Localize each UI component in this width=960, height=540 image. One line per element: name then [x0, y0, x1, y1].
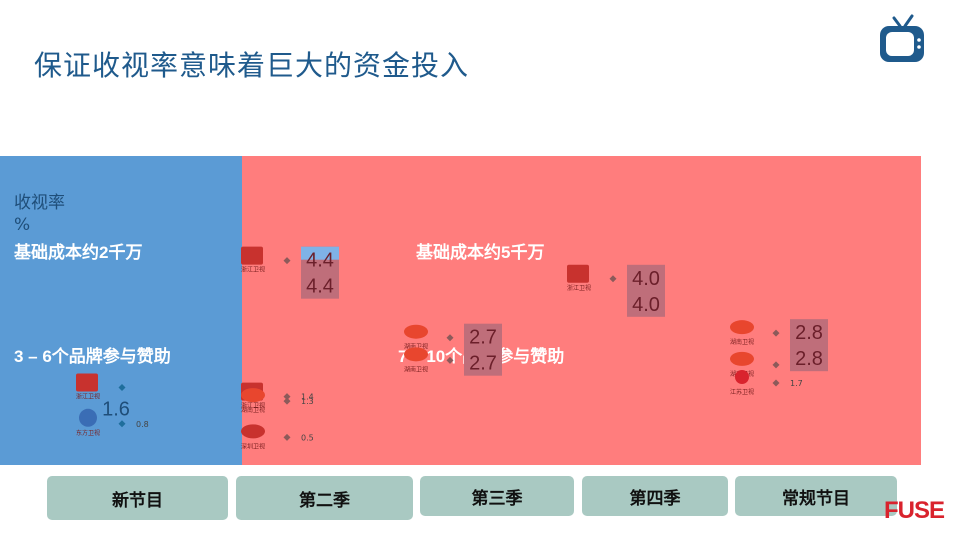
data-point-marker [772, 361, 780, 369]
data-point-marker [283, 257, 291, 265]
channel-logo-label: 湖南卫视 [241, 406, 265, 414]
channel-logo-icon [241, 388, 265, 403]
new-program-panel [0, 156, 242, 465]
data-point-marker [772, 329, 780, 337]
data-point-marker [609, 275, 617, 283]
callout-value: 2.8 [795, 322, 823, 344]
channel-logo-label: 湖南卫视 [404, 365, 428, 373]
channel-logo-label: 浙江卫视 [241, 266, 265, 274]
data-point-marker [446, 356, 454, 364]
channel-logo-label: 江苏卫视 [730, 388, 754, 396]
category-season-2: 第二季 [236, 476, 413, 520]
channel-logo-label: 湖南卫视 [404, 343, 428, 351]
data-point-marker [446, 334, 454, 342]
channel-logo-icon [730, 320, 754, 335]
channel-logo-icon [730, 351, 754, 366]
y-axis-label: 收视率 % [14, 193, 65, 235]
callout-value: 4.4 [306, 250, 334, 272]
channel-logo-label: 浙江卫视 [567, 284, 591, 292]
callout-box [790, 319, 828, 372]
channel-logo-icon [241, 246, 263, 265]
callout-value: 2.7 [469, 353, 497, 375]
red-cost-note: 基础成本约5千万 [416, 243, 545, 262]
page-title: 保证收视率意味着巨大的资金投入 [34, 49, 470, 82]
data-point-marker [283, 393, 291, 401]
blue-brands-note: 3 – 6个品牌参与赞助 [14, 347, 171, 366]
established-program-panel [242, 156, 921, 465]
channel-logo-icon [404, 324, 428, 339]
channel-logo-label: 深圳卫视 [241, 442, 265, 450]
blue-cost-note: 基础成本约2千万 [14, 243, 143, 262]
callout-value: 1.6 [102, 399, 130, 421]
category-regular-program: 常规节目 [735, 476, 897, 516]
data-point-marker [283, 433, 291, 441]
data-label: 1.3 [301, 397, 314, 406]
category-season-4: 第四季 [582, 476, 728, 516]
data-point-marker [118, 384, 126, 392]
category-new-program: 新节目 [47, 476, 228, 520]
callout-value: 4.0 [632, 294, 660, 316]
callout-value: 2.8 [795, 348, 823, 370]
callout-box [627, 264, 665, 317]
data-label: 0.5 [301, 433, 314, 442]
channel-logo-icon [735, 369, 749, 384]
channel-logo-icon [241, 424, 265, 439]
callout-value: 4.0 [632, 268, 660, 290]
data-label: 1.7 [790, 379, 803, 388]
channel-logo-label: 浙江卫视 [76, 393, 100, 401]
channel-logo-label: 浙江卫视 [241, 402, 265, 410]
data-point-marker [772, 379, 780, 387]
tv-icon [880, 14, 924, 62]
brand-logo: FUSE [884, 497, 945, 524]
channel-logo-icon [567, 264, 589, 283]
channel-logo-icon [76, 373, 98, 392]
data-point-marker [283, 397, 291, 405]
data-label: 1.4 [301, 393, 314, 402]
channel-logo-icon [79, 408, 97, 427]
callout-box [464, 323, 502, 376]
data-label: 0.8 [136, 420, 149, 429]
callout-value: 4.4 [306, 276, 334, 298]
data-point-marker [118, 420, 126, 428]
channel-logo-label: 东方卫视 [76, 429, 100, 437]
channel-logo-label: 湖南卫视 [730, 338, 754, 346]
callout-highlight [301, 246, 339, 260]
channel-logo-icon [404, 347, 428, 362]
callout-value: 2.7 [469, 327, 497, 349]
category-season-3: 第三季 [420, 476, 574, 516]
